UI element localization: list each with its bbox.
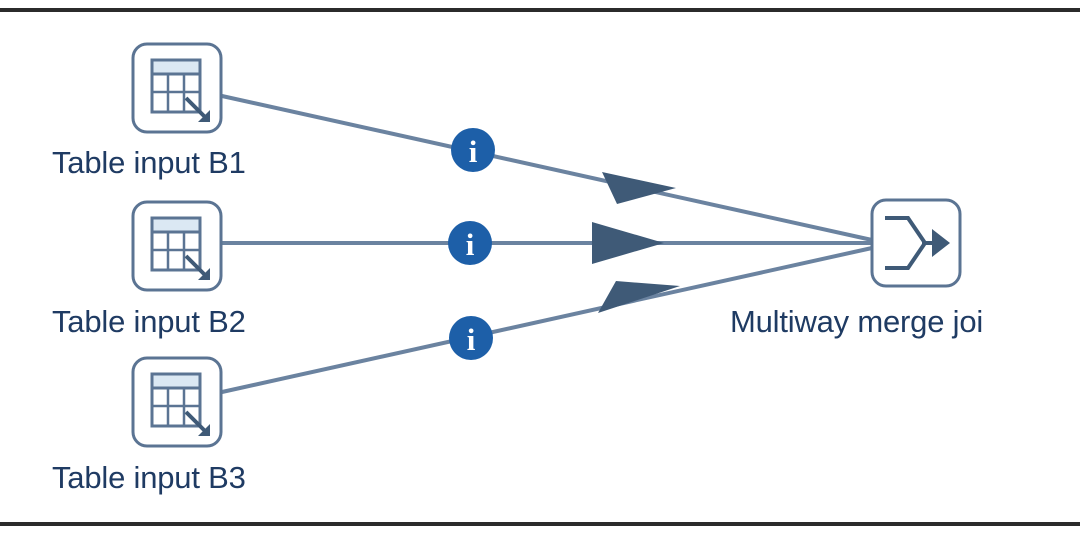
node-multiway-merge-join[interactable] xyxy=(870,198,962,288)
connector-line-b1 xyxy=(221,94,873,242)
connector-hop-b2[interactable] xyxy=(222,222,872,264)
info-badge-b1[interactable]: i xyxy=(451,128,495,172)
table-input-icon xyxy=(150,372,210,436)
connector-hop-b1[interactable] xyxy=(221,94,873,242)
info-badge-glyph: i xyxy=(467,322,476,357)
node-label-multiway-merge-join: Multiway merge joi xyxy=(730,304,984,339)
node-label-table-input-b3: Table input B3 xyxy=(52,460,246,495)
info-badge-b2[interactable]: i xyxy=(448,221,492,265)
arrowhead-b1 xyxy=(602,172,676,204)
info-badge-glyph: i xyxy=(466,227,475,262)
table-input-icon xyxy=(150,216,210,280)
connector-line-b3 xyxy=(221,246,873,394)
info-badge-circle xyxy=(451,128,495,172)
info-badge-glyph: i xyxy=(469,134,478,169)
merge-join-icon xyxy=(885,216,950,270)
connector-hop-b3[interactable] xyxy=(221,246,873,394)
info-badge-circle xyxy=(448,221,492,265)
node-table-input-b2[interactable] xyxy=(131,200,223,292)
node-label-table-input-b1: Table input B1 xyxy=(52,145,246,180)
node-box-merge xyxy=(870,198,962,288)
info-badge-circle xyxy=(449,316,493,360)
arrowhead-b3 xyxy=(598,281,680,313)
info-badge-b3[interactable]: i xyxy=(449,316,493,360)
node-label-table-input-b2: Table input B2 xyxy=(52,304,246,339)
node-table-input-b1[interactable] xyxy=(131,42,223,134)
arrowhead-b2 xyxy=(592,222,664,264)
table-input-icon xyxy=(150,58,210,122)
frame-bottom-rule xyxy=(0,522,1080,526)
frame-top-rule xyxy=(0,8,1080,12)
node-table-input-b3[interactable] xyxy=(131,356,223,448)
